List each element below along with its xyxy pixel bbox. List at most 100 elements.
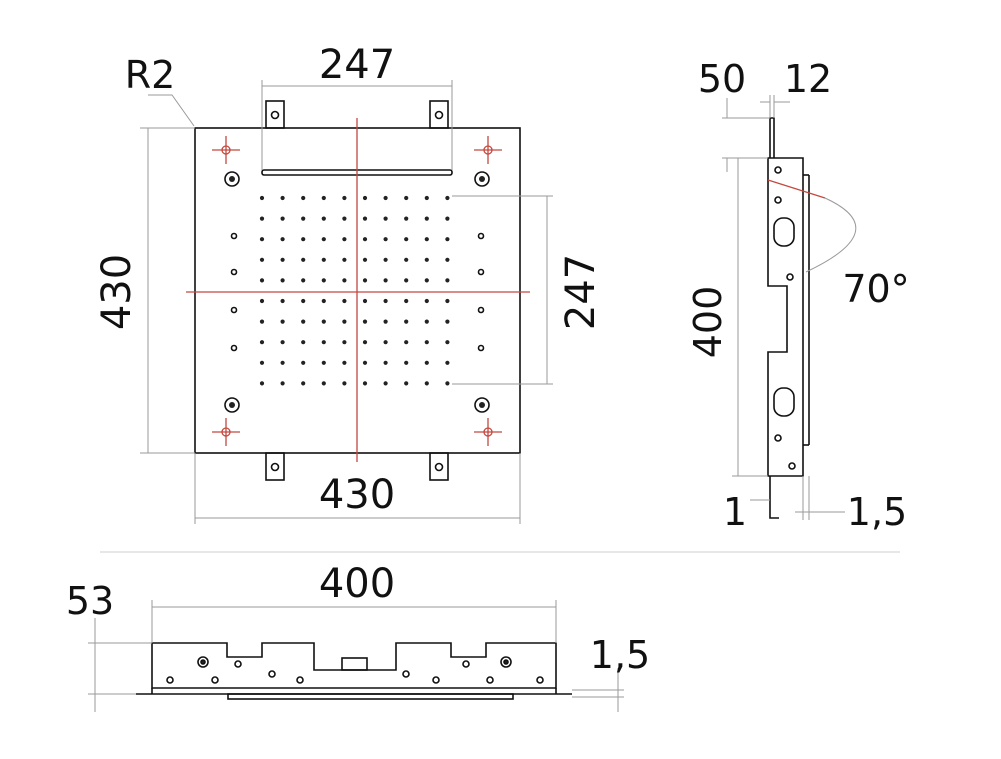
nozzle-dot [404, 340, 409, 345]
dim-side-top-lines [722, 95, 790, 172]
nozzle-dot [321, 381, 326, 386]
nozzle-dot [383, 319, 388, 324]
nozzle-dot [259, 340, 265, 345]
tilt-reference-line [767, 179, 826, 199]
dim-bottom-thickness-lines [572, 668, 624, 712]
dim-radius: R2 [125, 53, 176, 97]
corner-holes [224, 171, 490, 413]
nozzle-dot [424, 195, 429, 201]
nozzle-dot [362, 278, 368, 283]
lower-keyhole-slot [773, 387, 795, 417]
nozzle-dot [383, 237, 388, 242]
nozzle-dot [362, 360, 368, 365]
nozzle-dot [404, 319, 409, 324]
nozzle-dot [321, 340, 326, 345]
angle-arc [805, 197, 857, 273]
dim-side-top-b: 12 [784, 57, 832, 101]
dim-side-height: 400 [686, 286, 730, 359]
nozzle-dot [362, 195, 368, 201]
dim-side-height-lines [732, 158, 768, 477]
nozzle-dot [321, 360, 326, 365]
upper-keyhole-slot [773, 217, 795, 247]
nozzle-dot [445, 278, 450, 283]
nozzle-dot [321, 278, 326, 283]
nozzle-dot [342, 257, 347, 262]
dim-bottom-width: 400 [319, 561, 395, 607]
bottom-mounting-tabs [265, 452, 449, 481]
nozzle-dot [404, 237, 409, 242]
nozzle-dot [383, 195, 388, 201]
nozzle-dot [301, 216, 306, 221]
bottom-body-outline [151, 642, 557, 689]
nozzle-dot [301, 237, 306, 242]
nozzle-dot [424, 319, 429, 324]
nozzle-dot [424, 360, 429, 365]
nozzle-dot [321, 195, 326, 201]
top-mounting-tabs [265, 100, 449, 129]
dim-top-247-lines [261, 80, 453, 170]
nozzle-dot [404, 278, 409, 283]
nozzle-dot [404, 298, 409, 304]
dim-bottom-thickness: 1,5 [590, 633, 650, 677]
nozzle-dot [301, 381, 306, 386]
nozzle-dot [362, 298, 368, 304]
nozzle-dot [362, 319, 368, 324]
nozzle-dot [280, 278, 285, 283]
nozzle-dot [404, 360, 409, 365]
dim-bottom-430-lines [194, 453, 521, 524]
nozzle-dot [280, 237, 285, 242]
nozzle-dot [362, 381, 368, 386]
nozzle-dot [259, 195, 265, 201]
nozzle-dot [259, 278, 265, 283]
bottom-holes [166, 656, 544, 684]
nozzle-dot [362, 340, 368, 345]
nozzle-dot [445, 216, 450, 221]
nozzle-dot [383, 257, 388, 262]
dim-bottom-depth: 53 [66, 579, 114, 623]
nozzle-dot [424, 298, 429, 304]
side-holes [230, 232, 485, 352]
nozzle-dot [280, 381, 285, 386]
nozzle-dot [259, 319, 265, 324]
nozzle-dot [445, 195, 450, 201]
nozzle-dot [342, 195, 347, 201]
nozzle-dot [404, 195, 409, 201]
nozzle-dot [445, 360, 450, 365]
nozzle-dot [321, 319, 326, 324]
nozzle-dot [383, 360, 388, 365]
nozzle-dot [342, 298, 347, 304]
nozzle-dot [301, 257, 306, 262]
nozzle-dot [404, 381, 409, 386]
dim-bottom-depth-lines [88, 618, 152, 712]
nozzle-dot [301, 298, 306, 304]
nozzle-dot [342, 319, 347, 324]
nozzle-dot [424, 216, 429, 221]
side-bottom-bracket [769, 476, 779, 519]
nozzle-dot [424, 237, 429, 242]
nozzle-dot [301, 195, 306, 201]
dim-side-top-a: 50 [698, 57, 746, 101]
nozzle-dot [383, 340, 388, 345]
radius-leader [148, 94, 195, 127]
nozzle-dot [321, 257, 326, 262]
side-body-outline [767, 157, 804, 477]
nozzle-dot [424, 340, 429, 345]
side-holes [774, 166, 796, 470]
nozzle-dot [362, 216, 368, 221]
bottom-center-tab [341, 657, 368, 671]
nozzle-grid [259, 195, 450, 386]
nozzle-dot [445, 381, 450, 386]
nozzle-dot [424, 257, 429, 262]
nozzle-dot [342, 381, 347, 386]
dim-side-bottom-lines [750, 476, 845, 520]
nozzle-dot [280, 216, 285, 221]
nozzle-dot [280, 257, 285, 262]
nozzle-dot [280, 360, 285, 365]
nozzle-dot [362, 237, 368, 242]
nozzle-dot [259, 216, 265, 221]
nozzle-dot [445, 319, 450, 324]
nozzle-dot [301, 340, 306, 345]
nozzle-dot [383, 278, 388, 283]
dim-angle: 70° [842, 267, 909, 311]
nozzle-dot [280, 195, 285, 201]
